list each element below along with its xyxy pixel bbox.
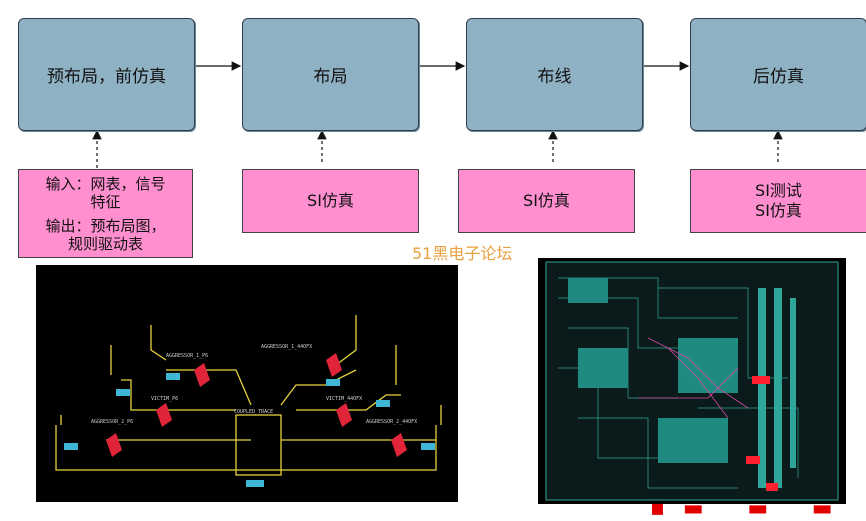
stage-post-sim-label: 后仿真	[753, 67, 804, 87]
stage-layout-label: 布局	[313, 67, 348, 87]
note-post-test-label: SI测试	[755, 181, 802, 200]
output-line-1: 输出：预布局图，	[45, 216, 166, 235]
pcb-layout-panel	[538, 258, 846, 504]
note-layout-sim-label: SI仿真	[307, 191, 354, 210]
stage-post-sim: 后仿真	[690, 18, 866, 131]
schematic-label-victim-44ofx: VICTIM_44OFX	[326, 396, 362, 402]
note-input-output: 输入：网表，信号 特征 输出：预布局图， 规则驱动表	[18, 169, 193, 258]
input-line-1: 输入：网表，信号	[45, 174, 166, 193]
schematic-drawing: AGGRESSOR_1_P6 AGGRESSOR_1_44OFX VICTIM_…	[55, 315, 442, 487]
schematic-panel: AGGRESSOR_1_P6 AGGRESSOR_1_44OFX VICTIM_…	[36, 265, 458, 502]
note-post: SI测试 SI仿真	[690, 169, 866, 233]
output-line-2: 规则驱动表	[67, 234, 143, 253]
note-routing-sim-label: SI仿真	[523, 191, 570, 210]
stage-layout: 布局	[242, 18, 419, 131]
watermark-text: 51黑电子论坛	[412, 244, 513, 263]
schematic-label-aggressor2-44ofx: AGGRESSOR_2_44OFX	[366, 419, 417, 425]
stage-routing: 布线	[466, 18, 643, 131]
input-line-2: 特征	[90, 192, 121, 211]
schematic-label-coupled-trace: COUPLED TRACE	[234, 409, 273, 415]
stage-pre-layout: 预布局，前仿真	[18, 18, 195, 131]
stage-routing-label: 布线	[537, 67, 572, 87]
pcb-drawing	[545, 261, 839, 501]
stage-pre-layout-label: 预布局，前仿真	[47, 67, 166, 87]
schematic-label-aggressor1-p6: AGGRESSOR_1_P6	[166, 353, 208, 359]
schematic-label-victim-p6: VICTIM_P6	[151, 396, 178, 402]
schematic-label-aggressor1-44ofx: AGGRESSOR_1_44OFX	[261, 344, 312, 350]
note-routing-sim: SI仿真	[458, 169, 635, 233]
bottom-stamp-fragment: ▪▬ ▬ ▬	[650, 496, 851, 521]
flow-connectors	[92, 61, 783, 168]
note-post-sim-label: SI仿真	[755, 201, 802, 220]
note-layout-sim: SI仿真	[242, 169, 419, 233]
schematic-label-aggressor2-p6: AGGRESSOR_2_P6	[91, 419, 133, 425]
